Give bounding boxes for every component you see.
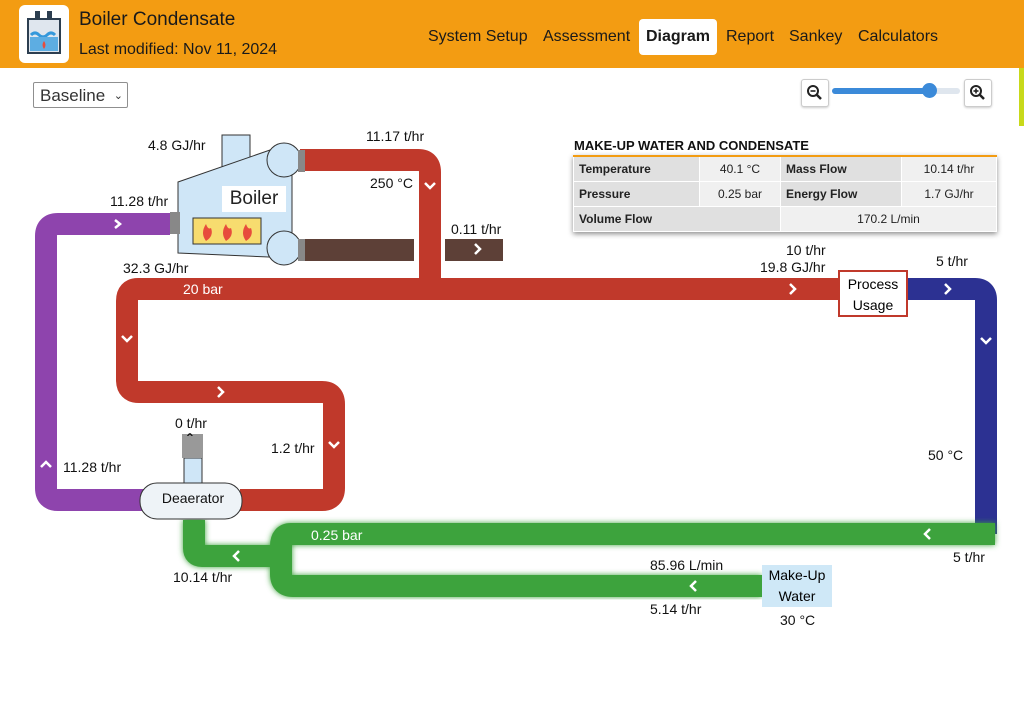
- chevron-up-icon: ˆ: [187, 432, 193, 449]
- steam-flow-label: 11.17 t/hr: [366, 128, 425, 144]
- makeup-panel-table: Temperature 40.1 °C Mass Flow 10.14 t/hr…: [573, 155, 997, 232]
- makeup-water-box[interactable]: Make-Up Water: [762, 565, 832, 607]
- zoom-slider-thumb[interactable]: [922, 83, 938, 98]
- feedwater-pipe: [35, 213, 170, 511]
- process-usage-label-2: Usage: [852, 297, 894, 313]
- makeup-volume-label: 85.96 L/min: [650, 557, 724, 573]
- tab-report[interactable]: Report: [726, 28, 775, 45]
- temperature-value: 40.1 °C: [699, 155, 781, 182]
- blowdown-outlet: [445, 239, 503, 261]
- volume-flow-label: Volume Flow: [573, 206, 781, 232]
- condensate-main-pipe: [270, 523, 995, 597]
- tab-calculators[interactable]: Calculators: [858, 28, 939, 45]
- vent-flow-label: 0 t/hr: [175, 415, 207, 431]
- zoom-in-icon: [970, 85, 985, 100]
- mass-flow-label: Mass Flow: [780, 155, 902, 182]
- process-flow-label: 10 t/hr: [786, 242, 826, 258]
- feedwater-energy-label: 32.3 GJ/hr: [123, 260, 189, 276]
- blowdown-flow-label: 0.11 t/hr: [451, 221, 502, 237]
- last-modified: Last modified: Nov 11, 2024: [79, 41, 278, 58]
- deaerator-feed-pipe: [183, 520, 270, 567]
- deaerator-vent: ˆ: [182, 432, 203, 458]
- feedwater-flow-label: 11.28 t/hr: [110, 193, 169, 209]
- condensate-return-pipe: [908, 278, 997, 534]
- fuel-energy-label: 4.8 GJ/hr: [148, 137, 206, 153]
- process-energy-label: 19.8 GJ/hr: [760, 259, 826, 275]
- process-usage-box[interactable]: Process Usage: [838, 270, 908, 317]
- deaerator-in-label: 10.14 t/hr: [173, 569, 233, 585]
- zoom-slider[interactable]: [832, 83, 960, 98]
- deaerator-unit: [139, 457, 243, 520]
- scenario-select[interactable]: Baseline ⌄: [33, 82, 128, 108]
- flow-arrows: [40, 182, 992, 592]
- makeup-water-label-2: Water: [778, 588, 816, 604]
- boiler-label: Boiler: [222, 186, 286, 212]
- chevron-down-icon: ⌄: [113, 90, 123, 102]
- temperature-label: Temperature: [573, 155, 700, 182]
- makeup-water-label-1: Make-Up: [768, 567, 826, 583]
- steam-temp-label: 250 °C: [370, 175, 413, 191]
- makeup-temp-label: 30 °C: [780, 612, 816, 628]
- tab-diagram[interactable]: Diagram: [639, 19, 718, 55]
- zoom-out-button[interactable]: [801, 79, 829, 107]
- mass-flow-value: 10.14 t/hr: [901, 155, 997, 182]
- scenario-select-value: Baseline: [40, 86, 106, 105]
- makeup-flow-label: 5.14 t/hr: [650, 601, 702, 617]
- zoom-slider-fill: [832, 88, 930, 94]
- deaerator-steam-label: 1.2 t/hr: [271, 440, 315, 456]
- app-title: Boiler Condensate: [79, 9, 236, 30]
- header-pressure-label: 20 bar: [183, 281, 223, 297]
- scroll-edge: [1019, 68, 1024, 126]
- process-usage-label-1: Process: [847, 276, 899, 292]
- makeup-panel-title: MAKE-UP WATER AND CONDENSATE: [574, 138, 809, 153]
- tab-assessment[interactable]: Assessment: [543, 28, 631, 45]
- tab-system-setup[interactable]: System Setup: [428, 28, 528, 45]
- pressure-value: 0.25 bar: [699, 181, 781, 207]
- boiler-app-logo-icon: [19, 5, 69, 63]
- energy-flow-label: Energy Flow: [780, 181, 902, 207]
- deaerator-out-label: 11.28 t/hr: [63, 459, 122, 475]
- condensate-flow-label: 5 t/hr: [936, 253, 968, 269]
- energy-flow-value: 1.7 GJ/hr: [901, 181, 997, 207]
- deaerator-label: Deaerator: [161, 490, 225, 506]
- steam-header-pipe: [116, 278, 840, 511]
- deaerator-pressure-label: 0.25 bar: [311, 527, 363, 543]
- zoom-out-icon: [807, 85, 822, 100]
- boiler-steam-pipe: [300, 149, 441, 290]
- blowdown-pipe: [300, 239, 414, 261]
- app-header: Boiler Condensate Last modified: Nov 11,…: [0, 0, 1024, 68]
- condensate-temp-label: 50 °C: [928, 447, 964, 463]
- pressure-label: Pressure: [573, 181, 700, 207]
- tab-sankey[interactable]: Sankey: [789, 28, 843, 45]
- zoom-in-button[interactable]: [964, 79, 992, 107]
- condensate-return-flow-label: 5 t/hr: [953, 549, 985, 565]
- volume-flow-value: 170.2 L/min: [780, 206, 997, 232]
